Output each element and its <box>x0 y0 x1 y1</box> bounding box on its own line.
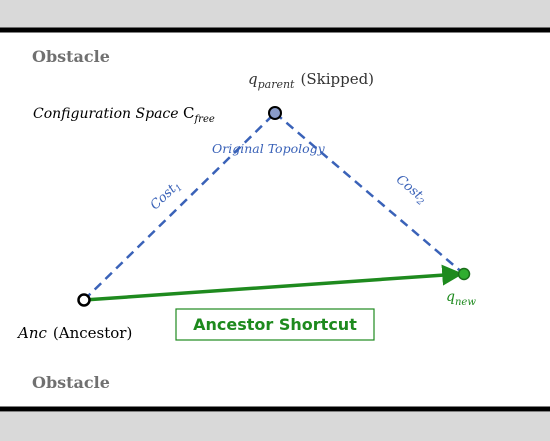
obstacle-top-label: Obstacle <box>32 47 110 66</box>
dashed-edge-cost2 <box>274 112 465 275</box>
cost2-subscript: 2 <box>414 196 426 208</box>
cost1-label: Cost1 <box>148 178 185 215</box>
obstacle-bottom-region <box>0 412 550 441</box>
shortcut-label-box <box>175 308 375 341</box>
new-node-label: qnew <box>446 289 476 308</box>
cost1-subscript: 1 <box>174 183 185 194</box>
original-topology-label: Original Topology <box>212 141 326 156</box>
ancestor-note: (Ancestor) <box>53 324 132 342</box>
ancestor-node-label: Anc (Ancestor) <box>16 324 132 342</box>
new-var: q <box>446 289 455 305</box>
parent-note: (Skipped) <box>300 70 374 88</box>
config-space-prefix: Configuration Space <box>33 106 183 122</box>
cost2-label: Cost2 <box>392 172 430 208</box>
obstacle-top-region <box>0 0 550 28</box>
config-space-subscript: free <box>193 114 214 125</box>
new-subscript: new <box>455 297 476 308</box>
shortcut-label: Ancestor Shortcut <box>193 315 357 334</box>
ancestor-symbol: Anc <box>16 324 47 342</box>
parent-node <box>268 106 282 120</box>
config-space-symbol: C <box>183 104 194 122</box>
obstacle-bottom-label: Obstacle <box>32 373 110 392</box>
parent-node-label: qparent (Skipped) <box>248 70 374 91</box>
parent-subscript: parent <box>258 78 295 91</box>
ancestor-shortcut-edge <box>83 264 464 302</box>
parent-var: q <box>248 70 258 88</box>
ancestor-node <box>77 293 91 307</box>
config-space-label: Configuration Space Cfree <box>33 104 215 125</box>
new-node <box>457 267 471 281</box>
